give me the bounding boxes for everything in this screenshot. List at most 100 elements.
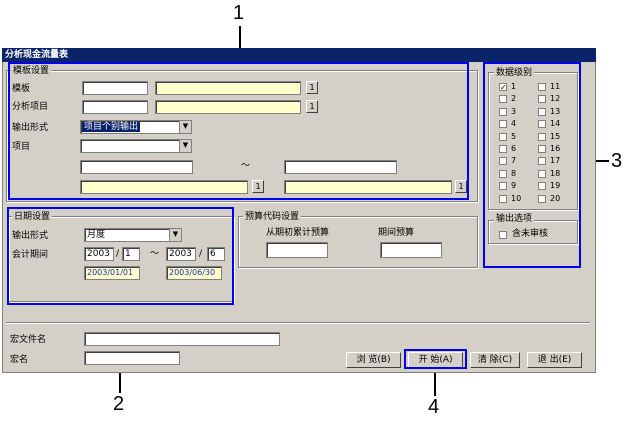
data-level-label: 数据级别	[494, 68, 535, 78]
chevron-down-icon[interactable]: ▼	[169, 229, 181, 241]
callout-2: 2	[113, 393, 125, 415]
analysis-item-label: 分析项目	[12, 102, 49, 112]
analysis-item-lookup-button[interactable]: 1	[306, 100, 318, 113]
level-checkbox[interactable]	[499, 95, 507, 104]
include-unreviewed-label: 含未审核	[512, 229, 549, 239]
cumulative-budget-input[interactable]	[266, 242, 328, 258]
level-label: 15	[550, 131, 561, 141]
chevron-down-icon[interactable]: ▼	[179, 140, 191, 152]
level-label: 2	[511, 94, 517, 104]
level-checkbox[interactable]	[499, 169, 507, 178]
period-budget-label: 期间预算	[378, 228, 415, 238]
include-unreviewed-checkbox[interactable]	[499, 231, 507, 239]
period-tilde: ～	[150, 249, 160, 259]
level-label: 17	[550, 156, 561, 166]
level-checkbox[interactable]	[538, 120, 546, 129]
project-range-to-input[interactable]	[284, 160, 397, 174]
template-lookup-button[interactable]: 1	[306, 81, 318, 94]
callout-2-highlight	[7, 207, 234, 305]
callout-3-highlight	[483, 62, 581, 268]
level-label: 11	[550, 82, 561, 91]
callout-4: 4	[428, 396, 440, 418]
analysis-item-name-field	[155, 100, 301, 114]
level-label: 6	[511, 144, 517, 153]
chevron-down-icon[interactable]: ▼	[179, 121, 191, 133]
level-checkbox[interactable]	[538, 169, 546, 178]
from-date-display: 2003/01/01	[84, 266, 140, 280]
date-settings-label: 日期设置	[12, 212, 53, 222]
level-checkbox[interactable]	[538, 145, 546, 153]
template-label: 模板	[12, 84, 31, 94]
level-label: 12	[550, 94, 561, 104]
analysis-item-input[interactable]	[82, 100, 148, 114]
range-to-lookup-button[interactable]: 1	[455, 180, 467, 193]
range-from-lookup-button[interactable]: 1	[252, 180, 264, 193]
level-label: 4	[511, 119, 517, 129]
output-format-select[interactable]: 项目个别输出 ▼	[80, 120, 192, 134]
level-checkbox[interactable]	[538, 95, 546, 104]
divider	[6, 322, 590, 324]
level-checkbox[interactable]	[538, 157, 546, 166]
to-date-display: 2003/06/30	[166, 266, 222, 280]
template-settings-group	[6, 70, 478, 202]
project-select[interactable]: ▼	[80, 139, 192, 153]
level-label: 13	[550, 106, 561, 116]
callout-4-line	[434, 368, 436, 396]
to-month-input[interactable]: 6	[207, 247, 225, 261]
level-label: 10	[511, 193, 522, 203]
level-checkbox[interactable]	[499, 132, 507, 141]
from-month-input[interactable]: 1	[122, 247, 140, 261]
cumulative-budget-label: 从期初累计预算	[266, 228, 330, 238]
level-checkbox[interactable]	[499, 194, 507, 203]
level-label: 9	[511, 181, 517, 191]
level-label: 3	[511, 106, 517, 116]
level-label: 19	[550, 181, 561, 191]
level-label: 5	[511, 131, 517, 141]
level-checkbox[interactable]	[499, 157, 507, 166]
level-label: 7	[511, 156, 517, 166]
macro-name-label: 宏名	[10, 355, 29, 365]
level-checkbox[interactable]: ✓	[499, 83, 507, 92]
macro-name-input[interactable]	[84, 351, 180, 365]
clear-button[interactable]: 清 除(C)	[470, 352, 520, 368]
to-slash: /	[199, 249, 203, 259]
level-label: 1	[511, 82, 517, 91]
template-name-field	[155, 81, 301, 95]
callout-4-highlight	[404, 349, 467, 369]
browse-button[interactable]: 浏 览(B)	[346, 352, 401, 368]
callout-1-highlight	[8, 62, 469, 200]
project-range-to-name	[284, 180, 452, 194]
from-year-input[interactable]: 2003	[84, 247, 114, 261]
level-checkbox[interactable]	[499, 145, 507, 153]
level-checkbox[interactable]	[538, 132, 546, 141]
date-output-select[interactable]: 月度 ▼	[84, 228, 182, 242]
callout-1: 1	[233, 2, 245, 24]
level-checkbox[interactable]	[538, 182, 546, 191]
level-label: 20	[550, 193, 561, 203]
exit-button[interactable]: 退 出(E)	[527, 352, 582, 368]
accounting-period-label: 会计期间	[12, 250, 49, 260]
date-output-label: 输出形式	[12, 231, 49, 241]
level-checkbox[interactable]	[499, 120, 507, 129]
project-label: 项目	[12, 142, 31, 152]
level-label: 18	[550, 168, 561, 178]
level-label: 16	[550, 144, 561, 153]
template-code-input[interactable]	[82, 81, 148, 95]
output-format-value: 项目个别输出	[82, 122, 141, 132]
to-year-input[interactable]: 2003	[166, 247, 196, 261]
level-label: 8	[511, 168, 517, 178]
range-tilde: ～	[241, 161, 251, 171]
level-checkbox[interactable]	[538, 83, 546, 91]
callout-1-line	[239, 26, 241, 64]
period-budget-input[interactable]	[380, 242, 442, 258]
window-title: 分析现金流量表	[5, 50, 69, 60]
level-checkbox[interactable]	[499, 182, 507, 191]
level-checkbox[interactable]	[499, 107, 507, 116]
macro-file-input[interactable]	[84, 332, 280, 346]
budget-code-label: 预算代码设置	[243, 212, 302, 222]
level-checkbox[interactable]	[538, 194, 546, 203]
level-checkbox[interactable]	[538, 107, 546, 116]
project-range-from-input[interactable]	[80, 160, 193, 174]
window-titlebar: 分析现金流量表	[2, 48, 596, 62]
